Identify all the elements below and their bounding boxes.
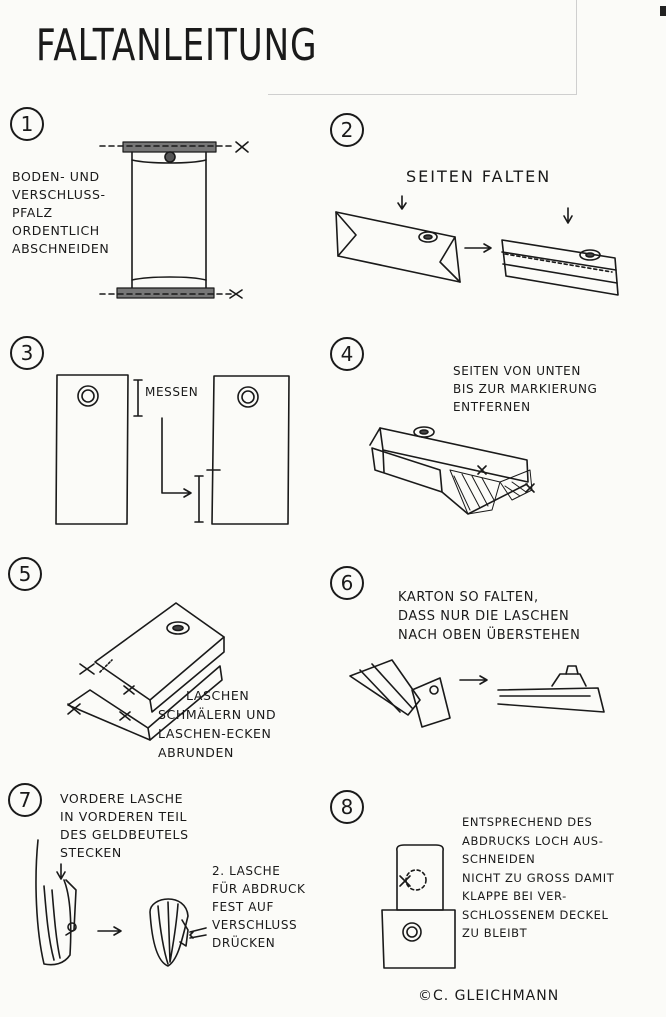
step-1-number: 1: [10, 107, 44, 141]
step-2-text: SEITEN FALTEN: [406, 167, 552, 186]
page-title: FALTANLEITUNG: [36, 20, 318, 71]
step-7-number: 7: [8, 783, 42, 817]
corner-mark: [660, 6, 666, 16]
step-1-package-sketch: [99, 141, 249, 299]
step-8-sketch: [381, 844, 456, 969]
step-3-measure-sketch: [55, 374, 290, 525]
title-frame: [268, 0, 577, 95]
step-7-sketch: [35, 839, 207, 967]
step-4-remove-sketch: [369, 426, 535, 515]
step-8-number: 8: [330, 790, 364, 824]
copyright: ©C. GLEICHMANN: [418, 988, 560, 1004]
step-5-flaps-sketch: [67, 602, 225, 741]
step-3-number: 3: [10, 336, 44, 370]
step-2-fold-sketch: [335, 195, 619, 296]
step-3-text: MESSEN: [145, 385, 199, 399]
step-4-number: 4: [330, 337, 364, 371]
step-2-number: 2: [330, 113, 364, 147]
step-6-fold-sketch: [349, 659, 605, 728]
step-5-number: 5: [8, 557, 42, 591]
step-6-number: 6: [330, 566, 364, 600]
